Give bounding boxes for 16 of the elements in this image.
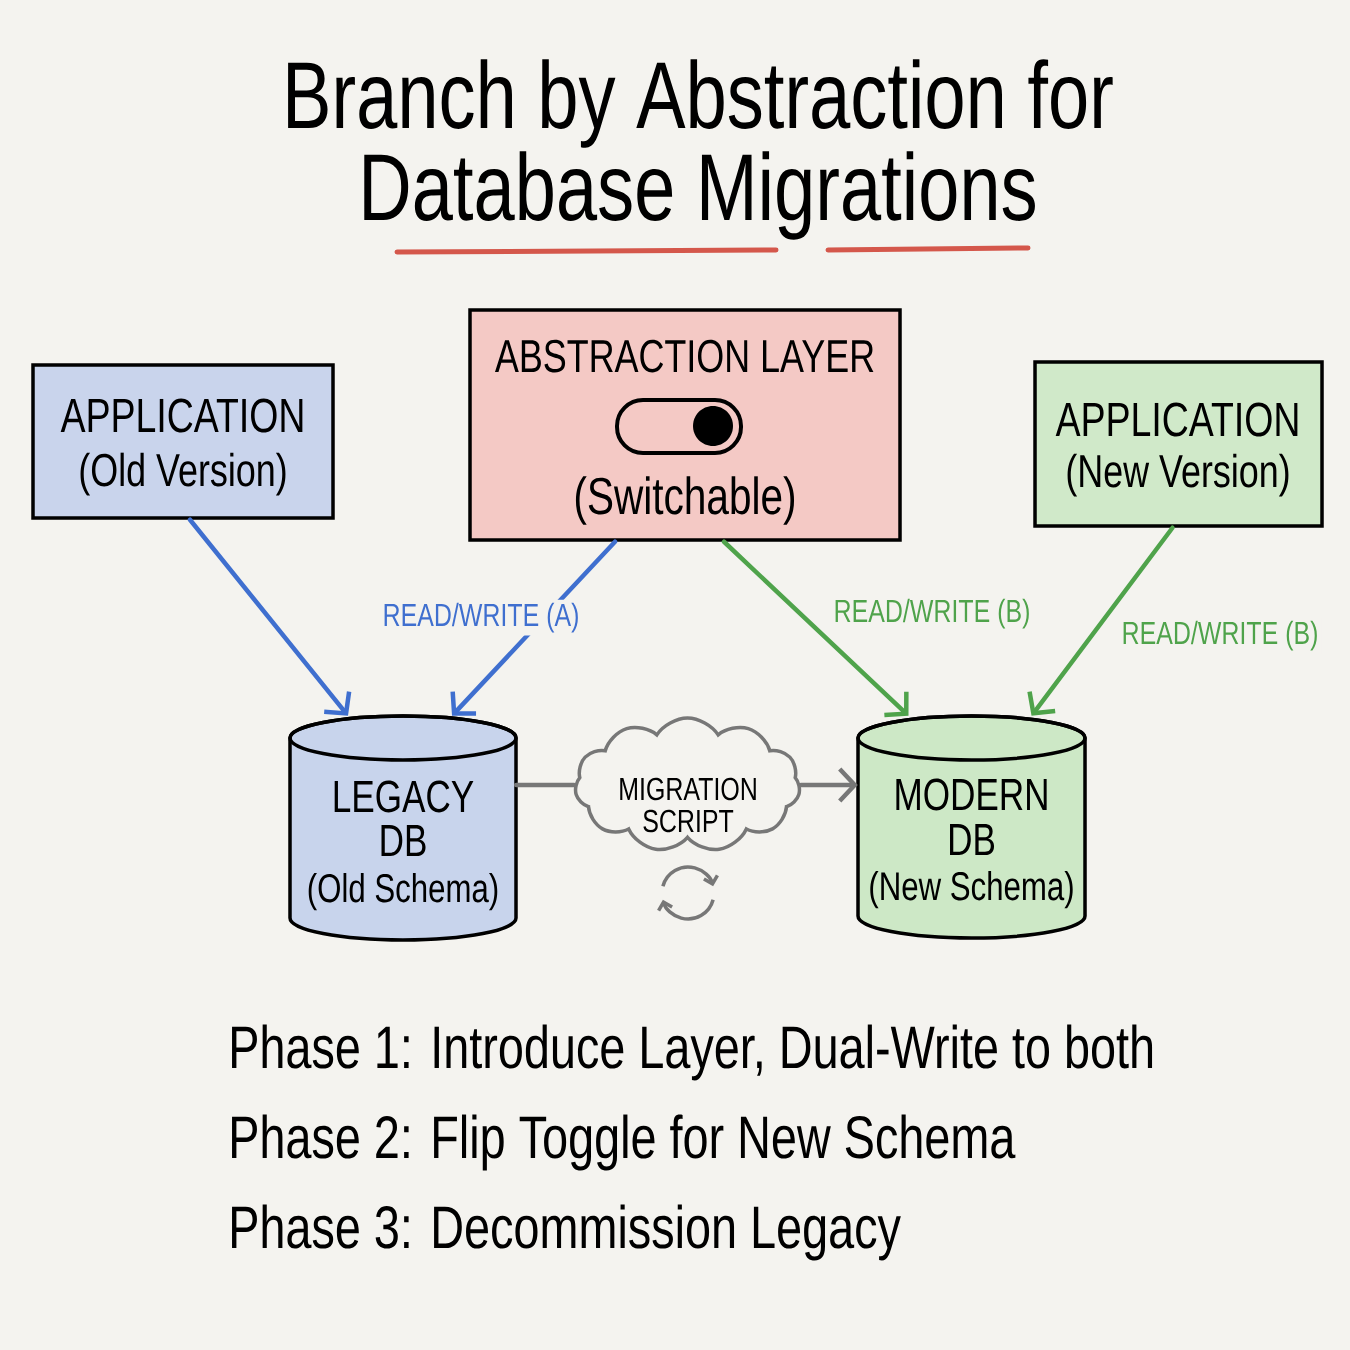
note: Phase 2: Flip Toggle for New Schema xyxy=(232,1114,1016,1171)
database-cylinder: MODERN DB (New Schema) xyxy=(856,714,1087,940)
connector-line xyxy=(513,782,577,788)
edge-label: READ/WRITE (B) xyxy=(830,595,1034,632)
application-box: APPLICATION (Old Version) xyxy=(31,363,335,520)
edge-label: READ/WRITE (A) xyxy=(379,599,583,636)
arrow xyxy=(187,517,352,716)
arrow xyxy=(1027,525,1175,716)
note: Phase 3: Decommission Legacy xyxy=(232,1204,901,1261)
database-cylinder: LEGACY DB (Old Schema) xyxy=(288,714,518,942)
layer-box: ABSTRACTION LAYER (Switchable) xyxy=(468,308,902,542)
application-box: APPLICATION (New Version) xyxy=(1033,360,1324,528)
edge-label: READ/WRITE (B) xyxy=(1118,617,1322,654)
arrow xyxy=(721,539,909,718)
note: Phase 1: Introduce Layer, Dual-Write to both xyxy=(232,1024,1153,1081)
title: Branch by Abstraction for Database Migrations xyxy=(288,59,1113,240)
